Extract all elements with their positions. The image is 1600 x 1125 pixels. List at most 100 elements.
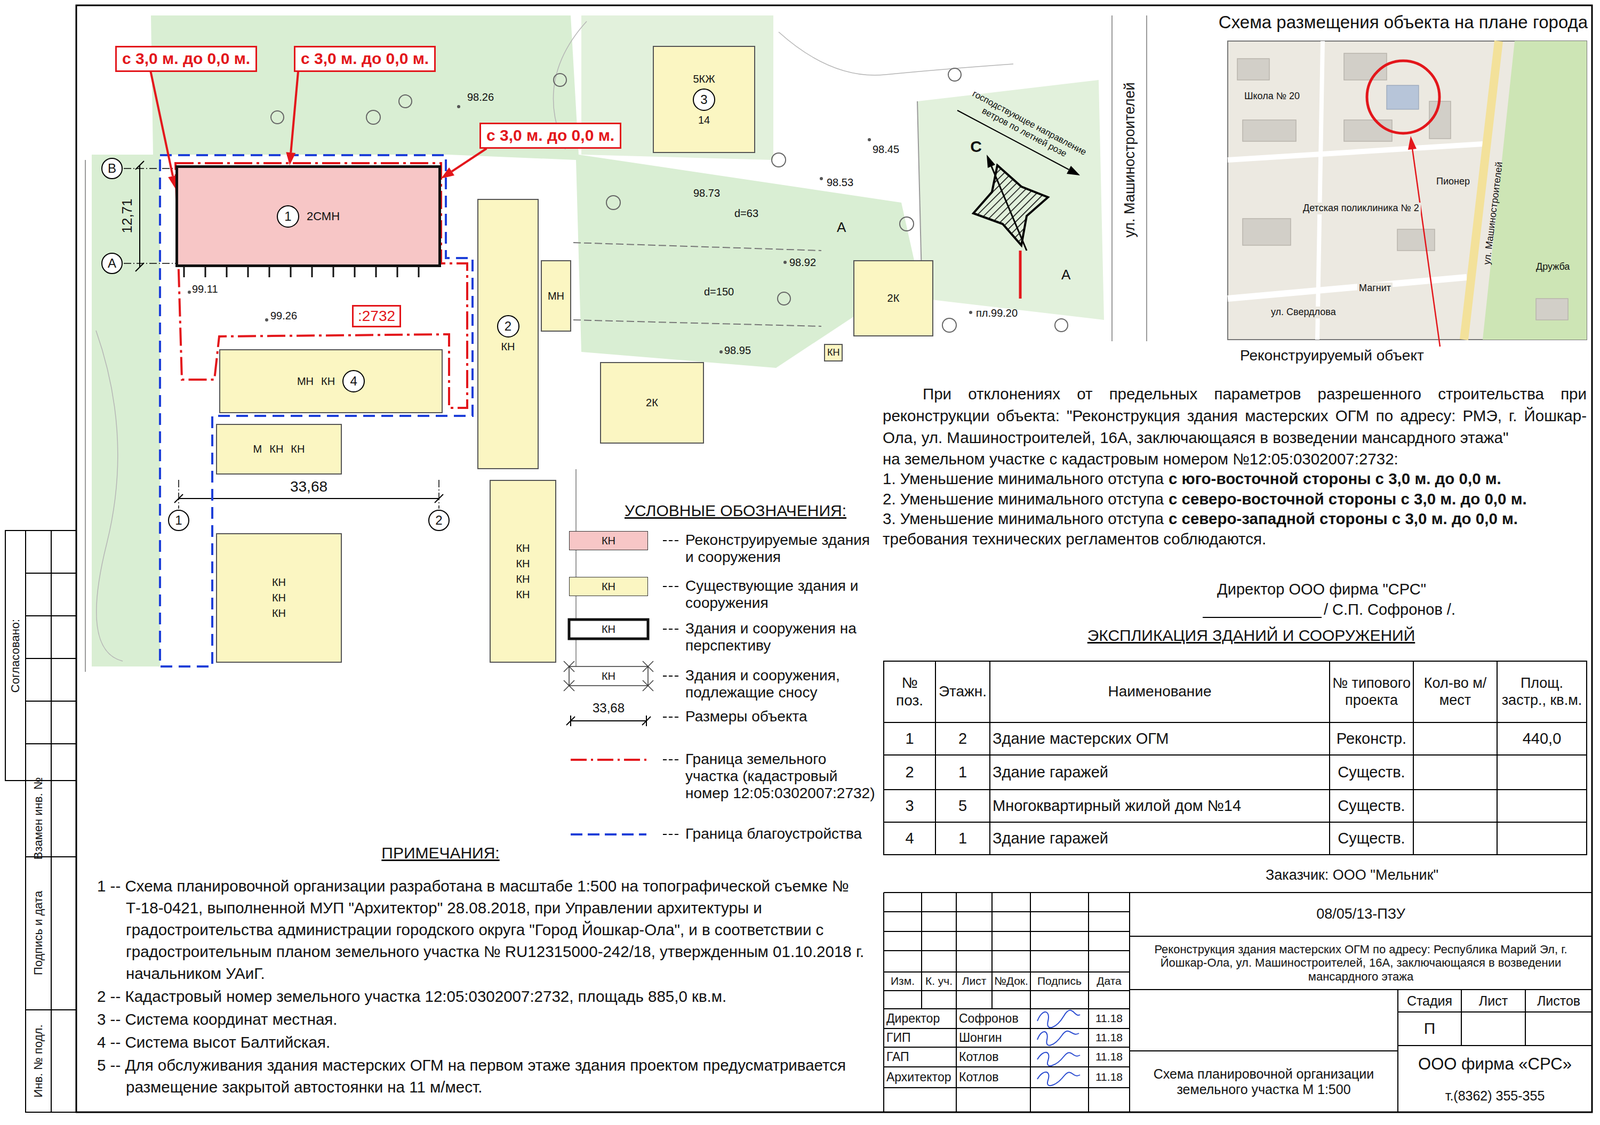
building-label: с 3,0 м. до 0,0 м. xyxy=(122,49,251,69)
table-cell-text: Реконстр. xyxy=(1336,730,1407,748)
binding-strip xyxy=(5,530,77,1113)
table-cell-text: Многоквартирный жилой дом №14 xyxy=(992,797,1242,815)
label-box: Директор xyxy=(883,1009,957,1029)
text-label: 98.53 xyxy=(826,176,854,189)
legend-box: Реконструируемые здания и сооружения xyxy=(685,531,878,566)
building-label: 14 xyxy=(698,114,710,127)
label-box: ЭКСПЛИКАЦИЯ ЗДАНИЙ И СООРУЖЕНИЙ xyxy=(1087,626,1415,646)
building-label: КН xyxy=(515,573,530,586)
table-cell-text: Площ. застр., кв.м. xyxy=(1499,675,1584,709)
label-box: Реконструируемый объект xyxy=(1240,346,1424,365)
text-label: с юго-восточной стороны с 3,0 м. до 0,0 … xyxy=(1168,469,1502,488)
label-box: 33,68 xyxy=(290,477,328,496)
label-box: Листов xyxy=(1525,989,1592,1013)
table-cell-text: П xyxy=(1424,1019,1436,1039)
building-shape: КНКНКН xyxy=(216,533,342,663)
building-label: КН xyxy=(515,557,530,571)
label-box: 98.92 xyxy=(789,256,816,269)
building-label: КН xyxy=(500,340,515,354)
landscaping-boundary xyxy=(160,155,473,667)
text-label: 2 -- Кадастровый номер земельного участк… xyxy=(97,985,876,1008)
text-label: 4 -- Система высот Балтийская. xyxy=(97,1031,876,1054)
label-box: 5 -- Для обслуживания здания мастерских … xyxy=(97,1054,876,1099)
label-box: Магнит xyxy=(1357,282,1393,295)
table-cell-text: №Док. xyxy=(994,974,1029,988)
table-cell-text: 11.18 xyxy=(1095,1012,1123,1026)
table-cell-text: 11.18 xyxy=(1095,1070,1123,1084)
table-cell-text: Схема планировочной организации земельно… xyxy=(1132,1066,1396,1098)
text-label: / С.П. Софронов /. xyxy=(1323,600,1456,620)
callout-number: 4 xyxy=(342,370,365,393)
legend-text: Размеры объекта xyxy=(685,708,878,726)
axis-marker: 1 xyxy=(168,509,190,532)
building-shape: КНКНКНКН xyxy=(489,480,557,663)
label-box: 440,0 xyxy=(1497,722,1587,756)
label-box: Согласовано: xyxy=(8,619,23,693)
label-box: Котлов xyxy=(956,1067,1031,1088)
label-box: Лист xyxy=(1461,989,1526,1013)
text-label: А xyxy=(1061,266,1071,284)
building-label: 2К xyxy=(887,292,900,305)
label-box: 5 xyxy=(935,789,990,823)
label-box: 33,68 xyxy=(592,700,625,717)
label-box: Схема планировочной организации земельно… xyxy=(1129,1051,1398,1113)
building-label: с 3,0 м. до 0,0 м. xyxy=(300,49,429,69)
parcel-number-box: :2732 xyxy=(352,305,402,328)
label-box: Шонгин xyxy=(956,1028,1031,1048)
building-shape: КН xyxy=(824,344,843,362)
table-cell-text: 2 xyxy=(958,730,967,748)
table-cell-text: Реконструкция здания мастерских ОГМ по а… xyxy=(1132,942,1590,984)
text-label: с северо-западной стороны с 3,0 м. до 0,… xyxy=(1168,509,1518,528)
label-box: Заказчик: ООО "Мельник" xyxy=(1265,866,1439,884)
legend-text: Граница земельного участка (кадастровый … xyxy=(685,750,878,803)
label-box: пл.99.20 xyxy=(976,306,1018,320)
legend-box: Размеры объекта xyxy=(685,708,878,726)
utility-lines xyxy=(573,242,822,327)
label-box: 2 xyxy=(935,722,990,756)
label-box: ПРИМЕЧАНИЯ: xyxy=(381,843,500,863)
building-label: МН xyxy=(547,290,565,303)
building-shape: 2К xyxy=(853,260,934,337)
arrow-head xyxy=(441,167,455,179)
building-label: КН xyxy=(272,576,286,589)
building-label: М xyxy=(253,443,263,456)
table-cell-text: Существ. xyxy=(1337,763,1405,782)
table-cell-text: Стадия xyxy=(1406,993,1453,1010)
building-label: КН xyxy=(321,375,335,388)
text-label: с северо-восточной стороны с 3,0 м. до 0… xyxy=(1168,489,1527,509)
text-label: 33,68 xyxy=(290,477,328,496)
label-box: 1. Уменьшение минимального отступа xyxy=(882,469,1164,488)
text-label: ул. Свердлова xyxy=(1269,306,1338,319)
label-box: Существ. xyxy=(1329,755,1414,790)
table-cell-text: № типового проекта xyxy=(1332,675,1411,709)
label-box: 11.18 xyxy=(1088,1028,1130,1048)
label-box: Кол-во м/мест xyxy=(1413,661,1498,723)
label-box: Архитектор xyxy=(883,1067,957,1088)
text-label: d=63 xyxy=(734,206,759,220)
building-shape: 2КН xyxy=(477,198,539,470)
table-cell-text: Здание гаражей xyxy=(992,763,1109,782)
building-label: КН xyxy=(827,347,840,359)
axis-marker: 2 xyxy=(428,509,450,532)
table-cell-text: Котлов xyxy=(958,1070,999,1085)
text-label: 2. Уменьшение минимального отступа xyxy=(882,489,1164,509)
callout-number: 1 xyxy=(276,205,300,228)
table-cell-text: Листов xyxy=(1537,993,1581,1010)
building-shape: МКНКН xyxy=(216,424,342,475)
table-cell-text: ГИП xyxy=(886,1030,911,1045)
text-label: d=150 xyxy=(704,285,734,299)
table-cell-text: 08/05/13-ПЗУ xyxy=(1316,906,1406,923)
label-box: Школа № 20 xyxy=(1242,90,1302,103)
callout-box: с 3,0 м. до 0,0 м. xyxy=(293,45,436,72)
building-label: КН xyxy=(290,443,305,456)
label-box: Существ. xyxy=(1329,822,1414,855)
text-label: Заказчик: ООО "Мельник" xyxy=(1265,866,1439,884)
text-label: требования технических регламентов соблю… xyxy=(882,529,1267,549)
label-box: Лист xyxy=(956,972,992,991)
label-box: Существ. xyxy=(1329,789,1414,823)
table-cell-text: Здание мастерских ОГМ xyxy=(992,730,1169,748)
table-cell-text: Дата xyxy=(1096,974,1122,988)
label-box: Детская поликлиника № 2 xyxy=(1301,202,1421,215)
label-box: КН xyxy=(601,622,616,636)
label-box: 1 xyxy=(168,509,190,532)
